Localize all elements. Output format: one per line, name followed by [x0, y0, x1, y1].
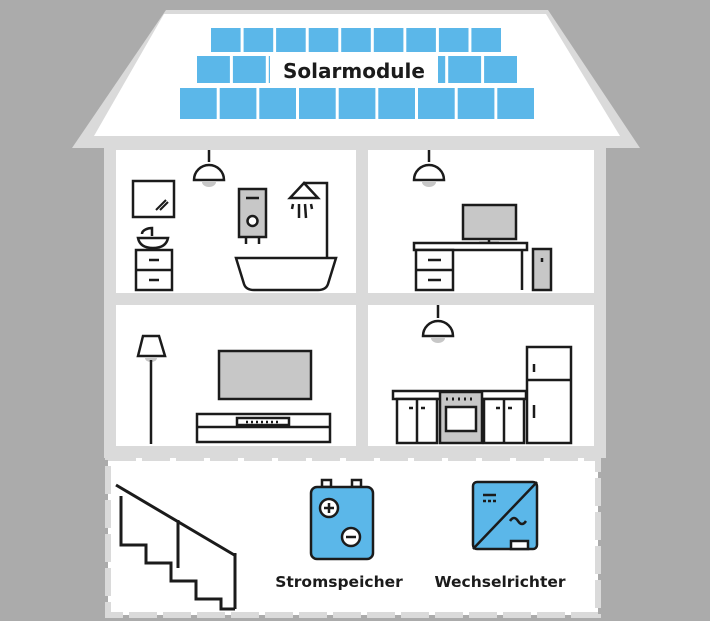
- solar-cell: [378, 88, 415, 119]
- refrigerator-icon: [525, 345, 573, 445]
- solar-cell: [259, 88, 296, 119]
- solar-cell: [341, 28, 371, 52]
- desk-icon: [412, 241, 529, 292]
- mirror-icon: [131, 179, 176, 219]
- solar-cell: [418, 88, 455, 119]
- solar-cell: [497, 88, 534, 119]
- water-heater-icon: [237, 187, 268, 244]
- bathtub-icon: [234, 256, 338, 292]
- oven-icon: [438, 390, 484, 445]
- solar-cell: [457, 88, 495, 119]
- solar-cell: [232, 56, 266, 83]
- tv-stand-icon: [195, 412, 332, 444]
- ceiling-lamp-icon: [421, 305, 455, 343]
- solar-cell: [438, 28, 469, 52]
- sink-cabinet-icon: [134, 226, 174, 292]
- solar-cell: [471, 28, 501, 52]
- solar-cell: [308, 28, 339, 52]
- shower-icon: [287, 181, 329, 257]
- solar-cell: [373, 28, 404, 52]
- solar-cell: [276, 28, 306, 52]
- solar-cell: [180, 88, 217, 119]
- ceiling-lamp-icon: [412, 150, 446, 187]
- inverter-label: Wechselrichter: [434, 573, 565, 591]
- monitor-icon: [461, 203, 518, 245]
- battery-storage-icon: [309, 478, 375, 561]
- solar-cell: [406, 28, 436, 52]
- floor-lamp-icon: [136, 334, 167, 444]
- inverter-icon: [471, 480, 539, 551]
- solar-cell: [243, 28, 274, 52]
- solar-cell: [219, 88, 257, 119]
- battery-label: Stromspeicher: [275, 573, 403, 591]
- pc-tower-icon: [531, 247, 553, 292]
- solar-cell: [197, 56, 230, 83]
- solar-cell: [211, 28, 241, 52]
- television-icon: [217, 349, 313, 401]
- solar-cell: [338, 88, 376, 119]
- ceiling-lamp-icon: [192, 150, 226, 187]
- solar-label-backdrop: [270, 54, 438, 88]
- solar-modules-label: Solarmodule: [283, 59, 425, 83]
- solar-cell: [448, 56, 482, 83]
- solar-cell: [299, 88, 336, 119]
- staircase-icon: [115, 483, 237, 611]
- solar-cell: [484, 56, 517, 83]
